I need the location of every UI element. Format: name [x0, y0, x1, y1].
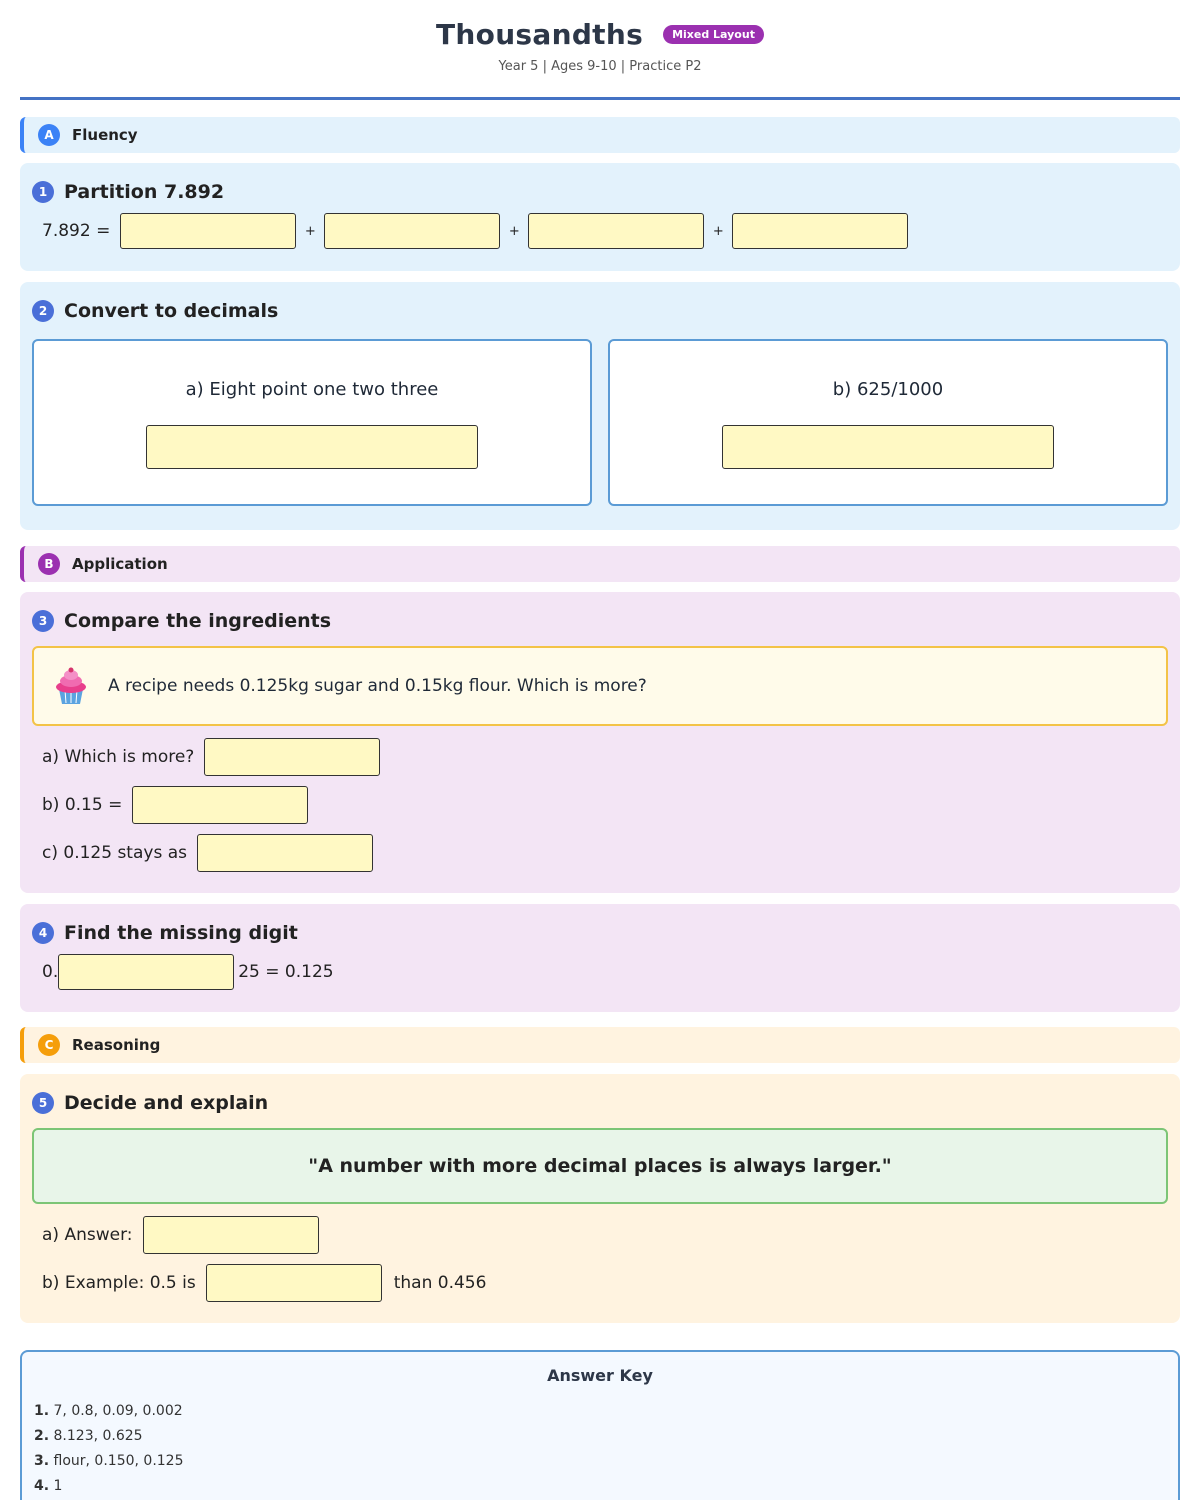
question-title: Partition 7.892	[64, 181, 225, 203]
answer-box-hundredths[interactable]	[528, 213, 705, 249]
question-number: 3	[32, 610, 54, 632]
question-number: 5	[32, 1092, 54, 1114]
q5-part-b: b) Example: 0.5 is than 0.456	[42, 1264, 486, 1302]
section-c-letter: C	[38, 1034, 60, 1056]
section-a-letter: A	[38, 124, 60, 146]
answer-text: 8.123, 0.625	[53, 1428, 143, 1444]
claim-box: "A number with more decimal places is al…	[32, 1128, 1168, 1204]
answer-key-line: 3. flour, 0.150, 0.125	[34, 1453, 1166, 1469]
answer-box-part-a[interactable]	[142, 1216, 319, 1254]
page-subtitle: Year 5 | Ages 9-10 | Practice P2	[498, 59, 702, 74]
q3-part-c: c) 0.125 stays as	[42, 834, 373, 872]
question-2: 2 Convert to decimals a) Eight point one…	[20, 282, 1180, 530]
answer-box-part-b[interactable]	[205, 1264, 382, 1302]
answer-box-tenths[interactable]	[324, 213, 501, 249]
section-b-header: B Application	[20, 546, 1180, 582]
answer-text: 7, 0.8, 0.09, 0.002	[53, 1403, 183, 1419]
convert-part-a: a) Eight point one two three	[32, 339, 592, 506]
question-title: Decide and explain	[64, 1092, 269, 1114]
answer-box-ones[interactable]	[120, 213, 297, 249]
answer-text: flour, 0.150, 0.125	[53, 1453, 184, 1469]
part-a-label: a) Which is more?	[42, 747, 195, 767]
part-b-label: b) 0.15 =	[42, 795, 123, 815]
answer-box-part-a[interactable]	[146, 425, 478, 469]
equation-prefix: 0.	[42, 962, 59, 982]
section-c-label: Reasoning	[72, 1036, 161, 1054]
question-number: 2	[32, 300, 54, 322]
question-4: 4 Find the missing digit 0. 25 = 0.125	[20, 904, 1180, 1012]
part-b-suffix: than 0.456	[393, 1273, 487, 1293]
answer-box-thousandths[interactable]	[732, 213, 909, 249]
answer-box-part-a[interactable]	[204, 738, 381, 776]
equation-suffix: 25 = 0.125	[238, 962, 334, 982]
q3-part-b: b) 0.15 =	[42, 786, 309, 824]
plus-sign: +	[712, 223, 724, 239]
question-title: Find the missing digit	[64, 922, 298, 944]
worksheet-header: Thousandths Mixed Layout Year 5 | Ages 9…	[20, 0, 1180, 100]
answer-number: 2.	[34, 1428, 50, 1444]
page-title: Thousandths	[436, 18, 644, 51]
section-a-header: A Fluency	[20, 117, 1180, 153]
part-c-label: c) 0.125 stays as	[42, 843, 187, 863]
section-c-header: C Reasoning	[20, 1027, 1180, 1063]
question-title: Compare the ingredients	[64, 610, 332, 632]
part-b-prompt: b) 625/1000	[832, 379, 944, 400]
answer-box-part-b[interactable]	[722, 425, 1054, 469]
answer-box-part-b[interactable]	[132, 786, 309, 824]
section-b-letter: B	[38, 553, 60, 575]
answer-key-line: 1. 7, 0.8, 0.09, 0.002	[34, 1403, 1166, 1419]
part-a-label: a) Answer:	[42, 1225, 133, 1245]
question-number: 4	[32, 922, 54, 944]
story-text: A recipe needs 0.125kg sugar and 0.15kg …	[108, 676, 647, 696]
question-5: 5 Decide and explain "A number with more…	[20, 1074, 1180, 1323]
part-b-label: b) Example: 0.5 is	[42, 1273, 196, 1293]
answer-key-line: 2. 8.123, 0.625	[34, 1428, 1166, 1444]
question-3: 3 Compare the ingredients A recipe needs…	[20, 592, 1180, 893]
answer-box-missing-digit[interactable]	[58, 954, 235, 990]
part-a-prompt: a) Eight point one two three	[185, 379, 439, 400]
answer-key-title: Answer Key	[547, 1366, 653, 1385]
answer-box-part-c[interactable]	[197, 834, 373, 872]
plus-sign: +	[508, 223, 520, 239]
story-box: A recipe needs 0.125kg sugar and 0.15kg …	[32, 646, 1168, 726]
question-number: 1	[32, 181, 54, 203]
answer-key: Answer Key 1. 7, 0.8, 0.09, 0.002 2. 8.1…	[20, 1350, 1180, 1500]
layout-badge: Mixed Layout	[663, 25, 764, 44]
section-a-label: Fluency	[72, 126, 138, 144]
answer-number: 4.	[34, 1478, 50, 1494]
answer-key-line: 4. 1	[34, 1478, 1166, 1494]
q5-part-a: a) Answer:	[42, 1216, 319, 1254]
answer-text: 1	[53, 1478, 63, 1494]
cupcake-icon	[56, 667, 86, 704]
convert-part-b: b) 625/1000	[608, 339, 1168, 506]
answer-number: 3.	[34, 1453, 50, 1469]
question-title: Convert to decimals	[64, 300, 279, 322]
section-b-label: Application	[72, 555, 168, 573]
q3-part-a: a) Which is more?	[42, 738, 381, 776]
plus-sign: +	[304, 223, 316, 239]
question-1: 1 Partition 7.892 7.892 = + + +	[20, 163, 1180, 271]
equation-lead: 7.892 =	[42, 221, 111, 241]
answer-number: 1.	[34, 1403, 50, 1419]
